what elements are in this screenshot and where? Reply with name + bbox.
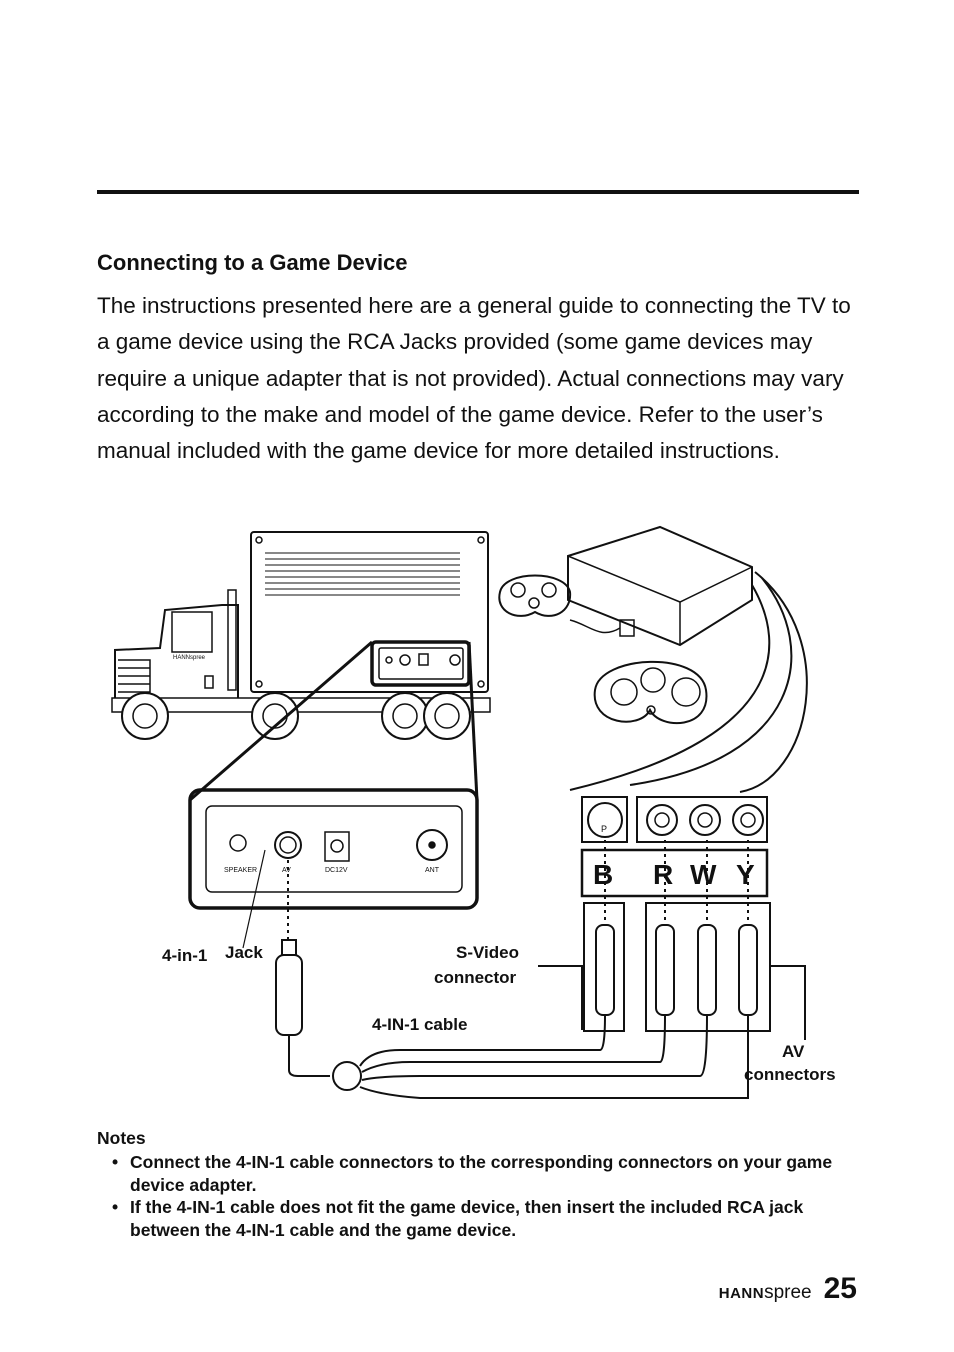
panel-speaker-label: SPEAKER (224, 867, 257, 874)
callout-4-in-1: 4-in-1 (162, 946, 207, 965)
callout-svideo-line2: connector (434, 968, 517, 987)
game-controller-small (498, 574, 572, 617)
notes-list: • Connect the 4-IN-1 cable connectors to… (97, 1151, 877, 1241)
letter-r: R (653, 859, 673, 890)
callout-av-line2: connectors (744, 1065, 836, 1084)
dc12v-jack (324, 831, 350, 862)
truck-tv-illustration (111, 531, 491, 740)
game-controller-large (593, 660, 708, 724)
section-heading: Connecting to a Game Device (97, 250, 408, 275)
note-item: • If the 4-IN-1 cable does not fit the g… (97, 1196, 877, 1241)
four-in-one-cable (288, 1014, 750, 1099)
notes-section: Notes • Connect the 4-IN-1 cable connect… (97, 1128, 877, 1241)
four-in-one-plug (275, 939, 303, 1036)
svideo-socket-box (581, 796, 628, 843)
rca-plugs (655, 924, 758, 1016)
svideo-pin-label: P (601, 824, 607, 834)
callout-svideo-line1: S-Video (456, 943, 519, 962)
brand-logo: HANNspree (719, 1282, 812, 1304)
callout-jack: Jack (225, 943, 263, 962)
panel-dc12v-label: DC12V (325, 867, 348, 874)
truck-vent-grille (265, 552, 460, 596)
page-number: 25 (823, 1272, 857, 1305)
brand-light: spree (764, 1282, 812, 1303)
note-bullet: • (112, 1197, 119, 1217)
speaker-jack (229, 834, 247, 852)
game-console-illustration (567, 525, 753, 647)
callout-cable: 4-IN-1 cable (372, 1015, 467, 1034)
ant-jack (416, 829, 448, 861)
header-rule (97, 190, 859, 194)
brand-bold: HANN (718, 1285, 765, 1302)
truck-brand-label: HANNspree (173, 655, 206, 661)
page-footer: HANNspree 25 (719, 1272, 857, 1306)
panel-av-label: AV (282, 867, 291, 874)
note-item: • Connect the 4-IN-1 cable connectors to… (97, 1151, 877, 1196)
panel-ant-label: ANT (425, 867, 440, 874)
notes-title: Notes (97, 1128, 146, 1148)
note-text: Connect the 4-IN-1 cable connectors to t… (130, 1152, 833, 1195)
tv-connector-panel (188, 788, 479, 910)
note-text: If the 4-IN-1 cable does not fit the gam… (130, 1197, 804, 1240)
letter-w: W (690, 859, 717, 890)
truck-wheels (121, 692, 471, 740)
av-jack (274, 831, 302, 859)
letter-y: Y (736, 859, 755, 890)
note-bullet: • (112, 1152, 119, 1172)
callout-av-line1: AV (782, 1042, 805, 1061)
svideo-plug (595, 924, 615, 1016)
av-socket-box (636, 796, 768, 843)
game-device-connection-diagram: HANNspree SPEAKER AV DC12V ANT (111, 525, 836, 1099)
intro-paragraph: The instructions presented here are a ge… (97, 293, 851, 464)
letter-b: B (593, 859, 613, 890)
